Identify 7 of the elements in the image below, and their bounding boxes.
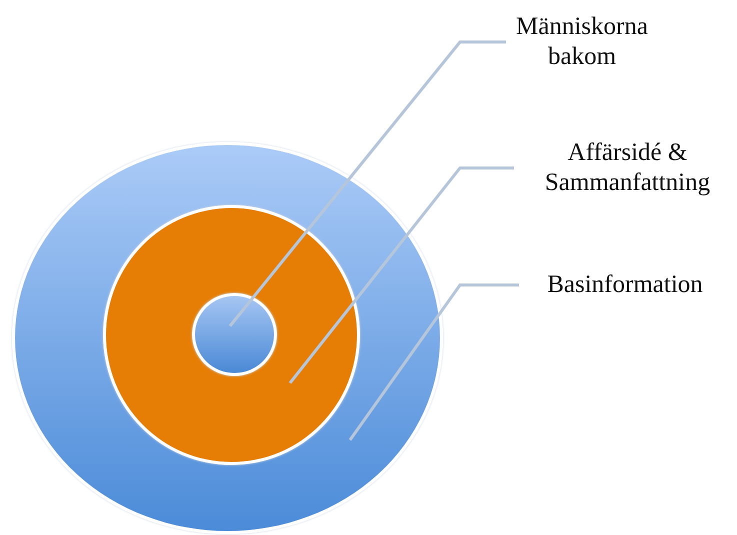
leader-line xyxy=(348,284,519,441)
label-text: Affärsidé & Sammanfattning xyxy=(520,138,735,198)
label-text: Basinformation xyxy=(525,270,725,300)
leader-line xyxy=(288,166,514,384)
leader-line xyxy=(228,40,506,327)
label-text: Människorna bakom xyxy=(512,12,652,72)
inner-circle xyxy=(192,293,277,376)
